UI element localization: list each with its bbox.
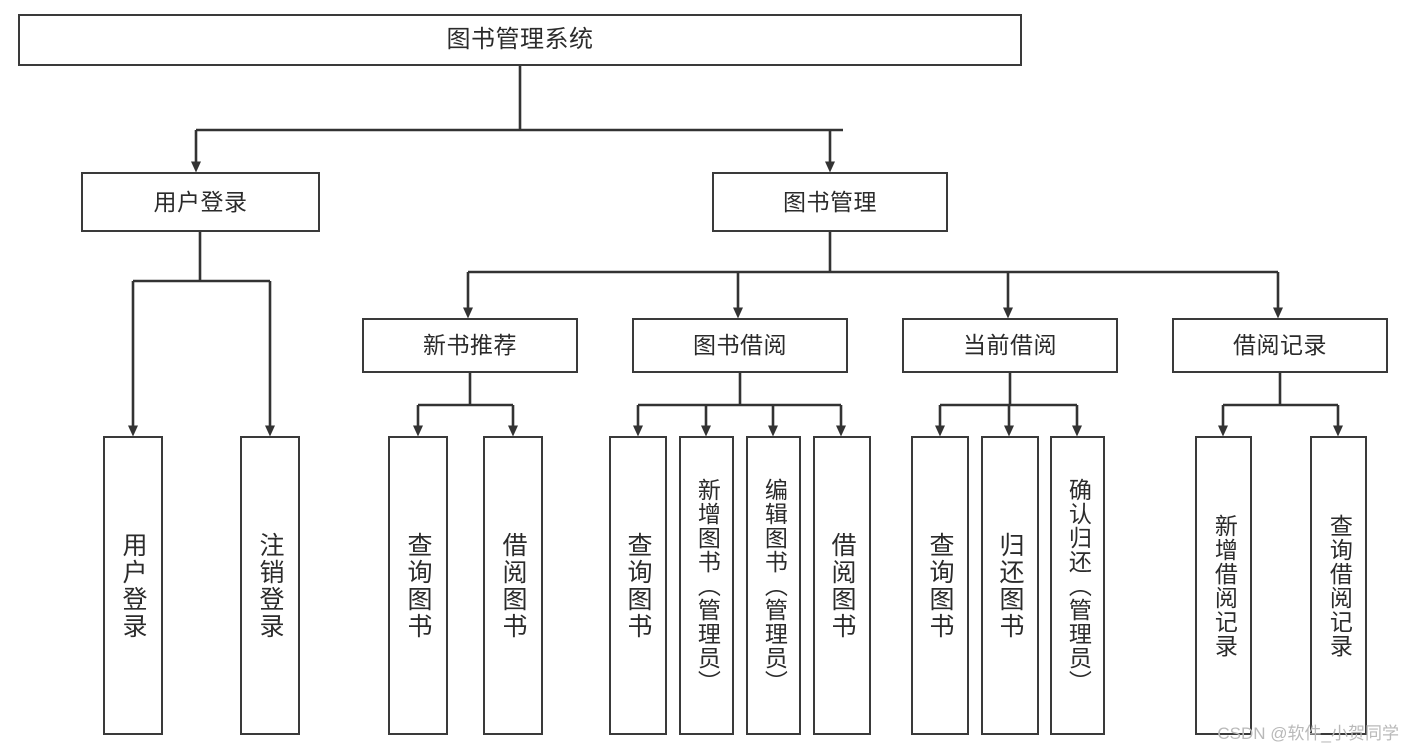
node-leaf-user-login[interactable]: 用户登录 (103, 436, 163, 735)
node-label: 借阅图书 (499, 531, 527, 640)
node-label: 当前借阅 (963, 332, 1057, 358)
node-book-manage[interactable]: 图书管理 (712, 172, 948, 232)
node-label: 新增借阅记录 (1211, 513, 1238, 658)
node-leaf-query-book-1[interactable]: 查询图书 (388, 436, 448, 735)
node-user-login[interactable]: 用户登录 (81, 172, 320, 232)
node-label: 借阅图书 (828, 531, 856, 640)
node-label: 用户登录 (119, 531, 147, 640)
node-label: 查询图书 (926, 531, 954, 640)
node-leaf-confirm-return[interactable]: 确认归还（管理员） (1050, 436, 1105, 735)
node-leaf-edit-book[interactable]: 编辑图书（管理员） (746, 436, 801, 735)
node-leaf-query-book-2[interactable]: 查询图书 (609, 436, 667, 735)
node-leaf-query-record[interactable]: 查询借阅记录 (1310, 436, 1367, 735)
node-label: 查询图书 (624, 531, 652, 640)
node-leaf-return-book[interactable]: 归还图书 (981, 436, 1039, 735)
node-root-book-management-system[interactable]: 图书管理系统 (18, 14, 1022, 66)
node-label: 新增图书（管理员） (694, 477, 721, 694)
node-label: 查询借阅记录 (1326, 513, 1353, 658)
node-leaf-logout-login[interactable]: 注销登录 (240, 436, 300, 735)
node-label: 新书推荐 (423, 332, 517, 358)
node-current-borrow[interactable]: 当前借阅 (902, 318, 1118, 373)
node-label: 确认归还（管理员） (1065, 477, 1092, 694)
node-label: 注销登录 (256, 531, 284, 640)
node-leaf-add-book[interactable]: 新增图书（管理员） (679, 436, 734, 735)
node-leaf-borrow-book-1[interactable]: 借阅图书 (483, 436, 543, 735)
node-new-book-recommend[interactable]: 新书推荐 (362, 318, 578, 373)
node-label: 图书管理系统 (446, 26, 594, 53)
node-label: 用户登录 (153, 188, 248, 215)
node-label: 借阅记录 (1233, 332, 1327, 358)
node-label: 图书借阅 (693, 332, 787, 358)
node-borrow-record[interactable]: 借阅记录 (1172, 318, 1388, 373)
node-label: 归还图书 (996, 531, 1024, 640)
node-leaf-borrow-book-2[interactable]: 借阅图书 (813, 436, 871, 735)
node-book-borrow[interactable]: 图书借阅 (632, 318, 848, 373)
csdn-watermark: CSDN @软件_小贺同学 (1217, 724, 1399, 743)
node-label: 编辑图书（管理员） (761, 477, 788, 694)
node-leaf-query-book-3[interactable]: 查询图书 (911, 436, 969, 735)
node-label: 查询图书 (404, 531, 432, 640)
node-leaf-add-record[interactable]: 新增借阅记录 (1195, 436, 1252, 735)
node-label: 图书管理 (783, 188, 877, 215)
